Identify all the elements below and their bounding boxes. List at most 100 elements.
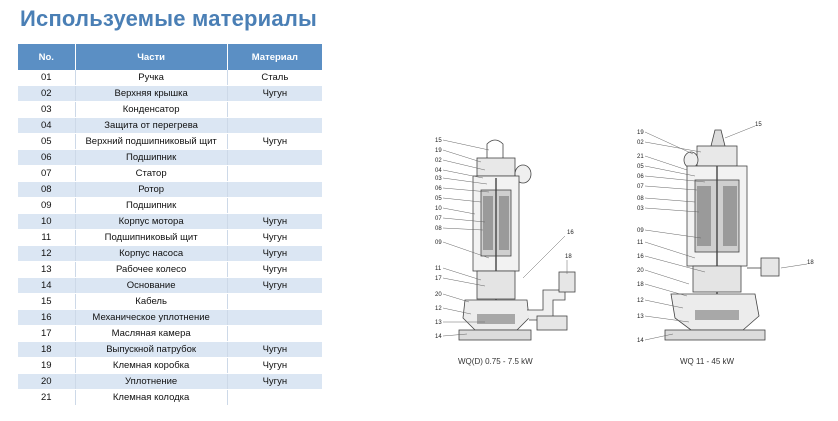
right-diagram-caption: WQ 11 - 45 kW <box>680 357 735 366</box>
cell-part: Кабель <box>75 293 228 310</box>
left-label: 06 <box>435 186 442 192</box>
cell-no: 18 <box>18 341 76 358</box>
cell-part: Выпускной патрубок <box>75 341 228 358</box>
right-label: 18 <box>807 260 814 266</box>
cell-material: Чугун <box>227 229 322 246</box>
cell-part: Конденсатор <box>75 101 228 118</box>
right-label: 16 <box>637 254 644 260</box>
right-label: 02 <box>637 140 644 146</box>
right-label: 03 <box>637 206 644 212</box>
cell-no: 11 <box>18 229 76 246</box>
cell-material <box>227 309 322 326</box>
table-header-row: No. Части Материал <box>18 44 322 70</box>
cell-material <box>227 181 322 198</box>
cell-no: 13 <box>18 261 76 278</box>
left-label: 19 <box>435 148 442 154</box>
cell-material <box>227 101 322 118</box>
cell-no: 10 <box>18 213 76 230</box>
header-material: Материал <box>227 44 322 70</box>
cell-material: Чугун <box>227 133 322 150</box>
cell-material <box>227 293 322 310</box>
cell-no: 14 <box>18 277 76 294</box>
right-pump-drawing <box>664 129 780 341</box>
left-label: 05 <box>435 196 442 202</box>
right-label: 11 <box>637 240 644 246</box>
left-label: 17 <box>435 276 442 282</box>
cell-no: 05 <box>18 133 76 150</box>
right-label: 06 <box>637 174 644 180</box>
left-label: 07 <box>435 216 442 222</box>
cell-material: Чугун <box>227 341 322 358</box>
left-label: 02 <box>435 158 442 164</box>
right-label: 21 <box>637 154 644 160</box>
cell-no: 03 <box>18 101 76 118</box>
cell-no: 19 <box>18 357 76 374</box>
left-pump-drawing <box>458 139 576 341</box>
cell-part: Защита от перегрева <box>75 117 228 134</box>
left-label: 12 <box>435 306 442 312</box>
right-pump-labels: 19 02 21 05 06 07 08 03 09 11 16 20 18 1… <box>637 122 814 344</box>
cell-part: Ручка <box>75 70 228 86</box>
left-label: 16 <box>567 230 574 236</box>
cell-part: Верхняя крышка <box>75 85 228 102</box>
right-label: 18 <box>637 282 644 288</box>
cell-material <box>227 197 322 214</box>
left-label: 13 <box>435 320 442 326</box>
cell-material: Сталь <box>227 70 322 86</box>
cell-part: Клемная коробка <box>75 357 228 374</box>
cell-part: Подшипник <box>75 197 228 214</box>
left-label: 04 <box>435 168 442 174</box>
cell-part: Подшипниковый щит <box>75 229 228 246</box>
right-label: 09 <box>637 228 644 234</box>
cell-no: 06 <box>18 149 76 166</box>
right-label: 14 <box>637 338 644 344</box>
left-label: 15 <box>435 138 442 144</box>
cell-no: 02 <box>18 85 76 102</box>
cell-part: Ротор <box>75 181 228 198</box>
cell-material <box>227 165 322 182</box>
left-label: 08 <box>435 226 442 232</box>
cell-part: Корпус насоса <box>75 245 228 262</box>
cell-part: Рабочее колесо <box>75 261 228 278</box>
cell-no: 04 <box>18 117 76 134</box>
cell-part: Подшипник <box>75 149 228 166</box>
right-label: 15 <box>755 122 762 128</box>
left-label: 14 <box>435 334 442 340</box>
cell-no: 16 <box>18 309 76 326</box>
cell-material <box>227 389 322 406</box>
cell-material <box>227 117 322 134</box>
page-title: Используемые материалы <box>20 6 318 31</box>
cell-material: Чугун <box>227 245 322 262</box>
cell-no: 12 <box>18 245 76 262</box>
header-part: Части <box>75 44 228 70</box>
left-label: 10 <box>435 206 442 212</box>
cell-part: Уплотнение <box>75 373 228 390</box>
left-label: 11 <box>435 266 442 272</box>
cell-part: Корпус мотора <box>75 213 228 230</box>
header-no: No. <box>18 44 76 70</box>
cell-material: Чугун <box>227 261 322 278</box>
left-diagram-caption: WQ(D) 0.75 - 7.5 kW <box>458 357 533 366</box>
cell-no: 01 <box>18 70 76 86</box>
cell-material: Чугун <box>227 85 322 102</box>
right-label: 05 <box>637 164 644 170</box>
cell-material <box>227 325 322 342</box>
left-label: 20 <box>435 292 442 298</box>
cell-material: Чугун <box>227 373 322 390</box>
right-label: 08 <box>637 196 644 202</box>
right-label: 13 <box>637 314 644 320</box>
